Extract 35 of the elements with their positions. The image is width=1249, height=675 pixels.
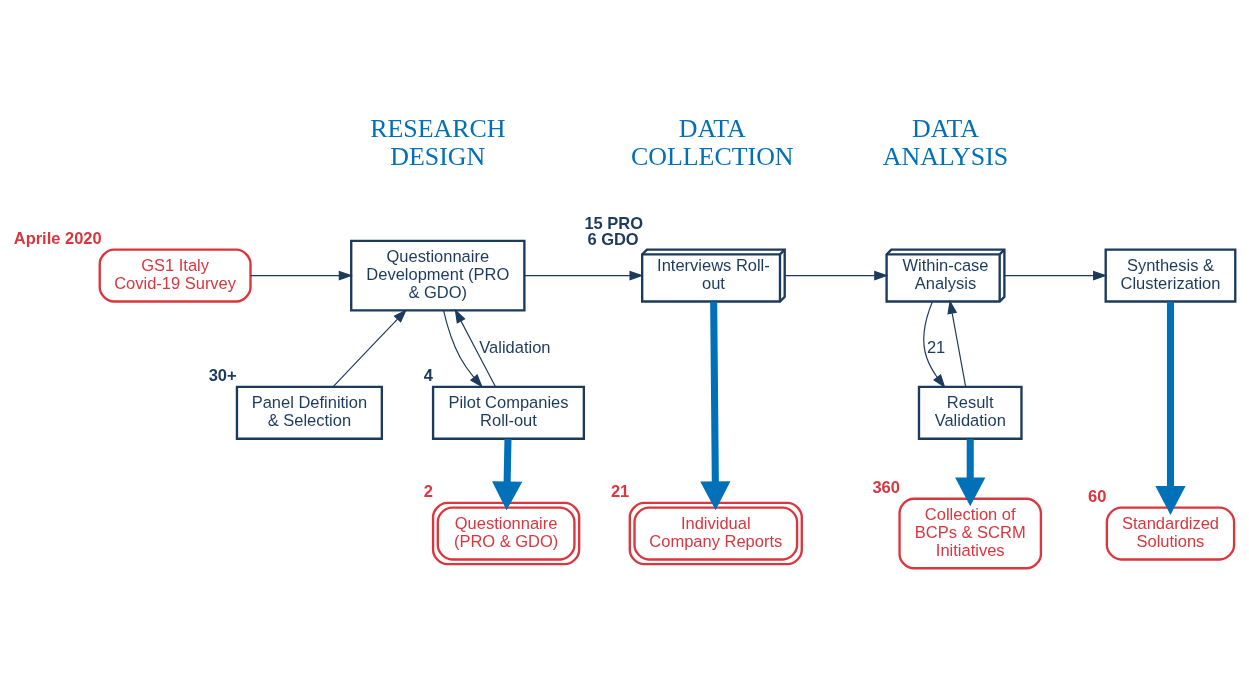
arrow xyxy=(784,270,889,281)
arrow xyxy=(955,438,986,506)
node-label: 4 xyxy=(423,365,433,384)
arrow xyxy=(332,308,407,387)
node-label: 60 xyxy=(1088,486,1107,505)
arrow xyxy=(454,308,497,387)
node-label: 21 xyxy=(610,481,630,500)
arrow xyxy=(443,309,483,388)
node-box: Collection of BCPs & SCRM Initiatives xyxy=(898,497,1043,569)
node-label: 15 PRO xyxy=(584,213,644,232)
arrow xyxy=(492,438,523,510)
arrow xyxy=(249,270,353,281)
node-box: GS1 Italy Covid-19 Survey xyxy=(98,247,252,303)
node-box: Pilot Companies Roll-out xyxy=(431,385,586,440)
node-label: 30+ xyxy=(208,365,237,384)
node-box: Questionnaire Development (PRO & GDO) xyxy=(350,239,526,311)
node-box: Standardized Solutions xyxy=(1105,505,1236,561)
arrow xyxy=(947,299,967,387)
node-box: Questionnaire (PRO & GDO) xyxy=(431,501,581,565)
node-box: Individual Company Reports xyxy=(628,501,803,565)
node-box: Panel Definition & Selection xyxy=(235,385,383,440)
arrow xyxy=(923,300,946,388)
node-box: Synthesis & Clusterization xyxy=(1104,247,1237,303)
node-label: 2 xyxy=(423,481,433,500)
node-label: 360 xyxy=(872,477,900,496)
label: RESEARCH DESIGN xyxy=(370,113,506,171)
edge-label: 21 xyxy=(926,337,946,356)
label: DATA ANALYSIS xyxy=(882,113,1009,171)
arrow xyxy=(1004,270,1108,281)
node-label: 6 GDO xyxy=(587,229,639,248)
node-box: Result Validation xyxy=(917,385,1023,440)
edge-label: Validation xyxy=(479,337,551,356)
label: DATA COLLECTION xyxy=(630,113,794,171)
arrow xyxy=(523,270,644,281)
node-label: Aprile 2020 xyxy=(13,228,102,247)
